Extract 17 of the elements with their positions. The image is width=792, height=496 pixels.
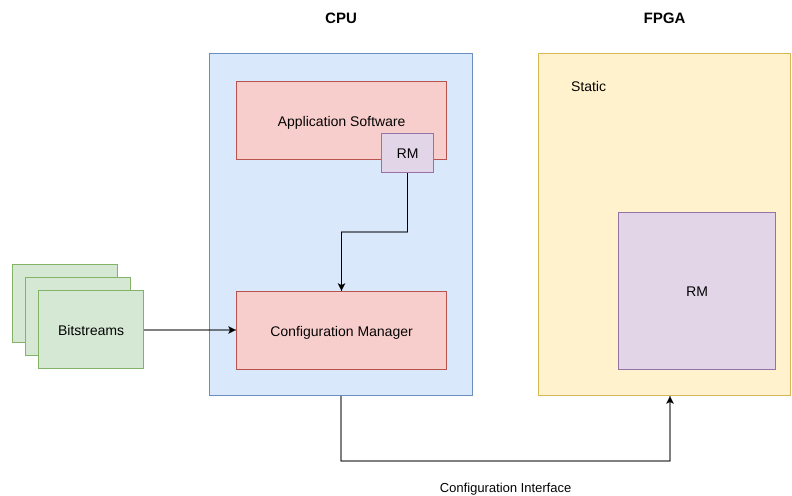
arrow bbox=[338, 172, 408, 292]
box-label: Configuration Manager bbox=[270, 322, 413, 338]
box-label: Bitstreams bbox=[58, 322, 124, 338]
container-heading: FPGA bbox=[644, 10, 686, 27]
region-label: Static bbox=[571, 78, 606, 94]
box-label: Application Software bbox=[278, 112, 406, 128]
container-heading: CPU bbox=[325, 10, 357, 27]
stacked-box bbox=[12, 264, 144, 369]
edge-label: Configuration Interface bbox=[440, 480, 572, 495]
arrow bbox=[340, 396, 674, 462]
process-box bbox=[618, 212, 776, 370]
process-box bbox=[236, 291, 447, 370]
box-label: RM bbox=[686, 283, 708, 299]
process-box bbox=[236, 81, 447, 160]
arrow bbox=[144, 326, 236, 334]
process-box bbox=[381, 133, 434, 173]
box-label: RM bbox=[396, 145, 418, 161]
